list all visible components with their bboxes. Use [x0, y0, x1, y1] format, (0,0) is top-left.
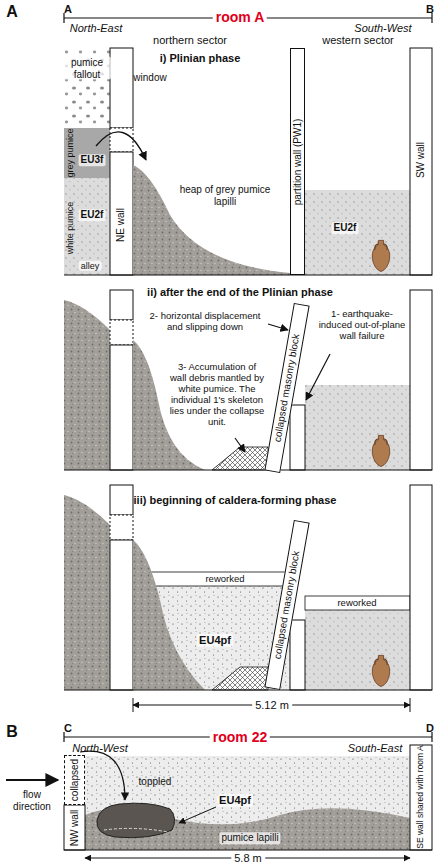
note-text: 2- horizontal displacement and slipping …: [145, 311, 265, 333]
panel-letter: B: [6, 723, 18, 741]
room-title: room A: [213, 9, 267, 25]
sector-label: western sector: [322, 34, 394, 47]
orientation-label: South-East: [348, 742, 402, 755]
unit-label: white pumice: [65, 202, 75, 255]
orientation-label: North-East: [70, 22, 123, 35]
dimension-label: 5.12 m: [252, 699, 292, 712]
wall-label: SE wall shared with room A: [416, 745, 426, 848]
phase-title: ii) after the end of the Plinian phase: [147, 286, 333, 299]
wall-text: partition wall (PW1): [293, 118, 303, 205]
note-text: toppled: [139, 776, 172, 788]
unit-label: pumice lapilli: [219, 832, 280, 844]
unit-label: reworked: [205, 574, 244, 585]
unit-label: pumice fallout: [63, 57, 111, 80]
feature-label: window: [133, 72, 166, 84]
wall-label: SW wall: [415, 142, 427, 178]
feature-label: heap of grey pumice lapilli: [170, 184, 280, 207]
dimension-label: 5.8 m: [231, 852, 265, 865]
unit-code: EU2f: [79, 209, 106, 221]
section-point: D: [426, 722, 434, 735]
feature-label: alley: [79, 261, 102, 271]
wall-label: NE wall: [115, 208, 127, 242]
note-text: 1- earthquake-induced out-of-plane wall …: [316, 309, 408, 342]
section-point: C: [64, 722, 72, 735]
wall-box: partition wall (PW1): [290, 48, 305, 275]
flow-label: flow direction: [4, 789, 60, 812]
note-text: 3- Accumulation of wall debris mantled b…: [169, 362, 265, 428]
room-title: room 22: [210, 729, 270, 745]
unit-code: EU4pf: [197, 634, 233, 647]
unit-code: EU4pf: [217, 794, 253, 807]
unit-code: EU2f: [332, 222, 359, 234]
section-point: A: [64, 3, 72, 16]
unit-label: grey pumice: [65, 128, 75, 177]
phase-title: iii) beginning of caldera-forming phase: [134, 494, 337, 507]
section-point: B: [426, 3, 434, 16]
wall-label: NW wall: [69, 810, 81, 847]
wall-text: collapsed: [70, 759, 80, 801]
unit-label: reworked: [337, 598, 376, 609]
orientation-label: South-West: [354, 22, 411, 35]
sector-label: northern sector: [153, 34, 227, 47]
orientation-label: North-West: [72, 742, 127, 755]
phase-title: i) Plinian phase: [160, 52, 241, 65]
unit-code: EU3f: [79, 154, 106, 166]
collapsed-wall-box: collapsed: [64, 755, 85, 805]
panel-letter: A: [6, 3, 18, 21]
